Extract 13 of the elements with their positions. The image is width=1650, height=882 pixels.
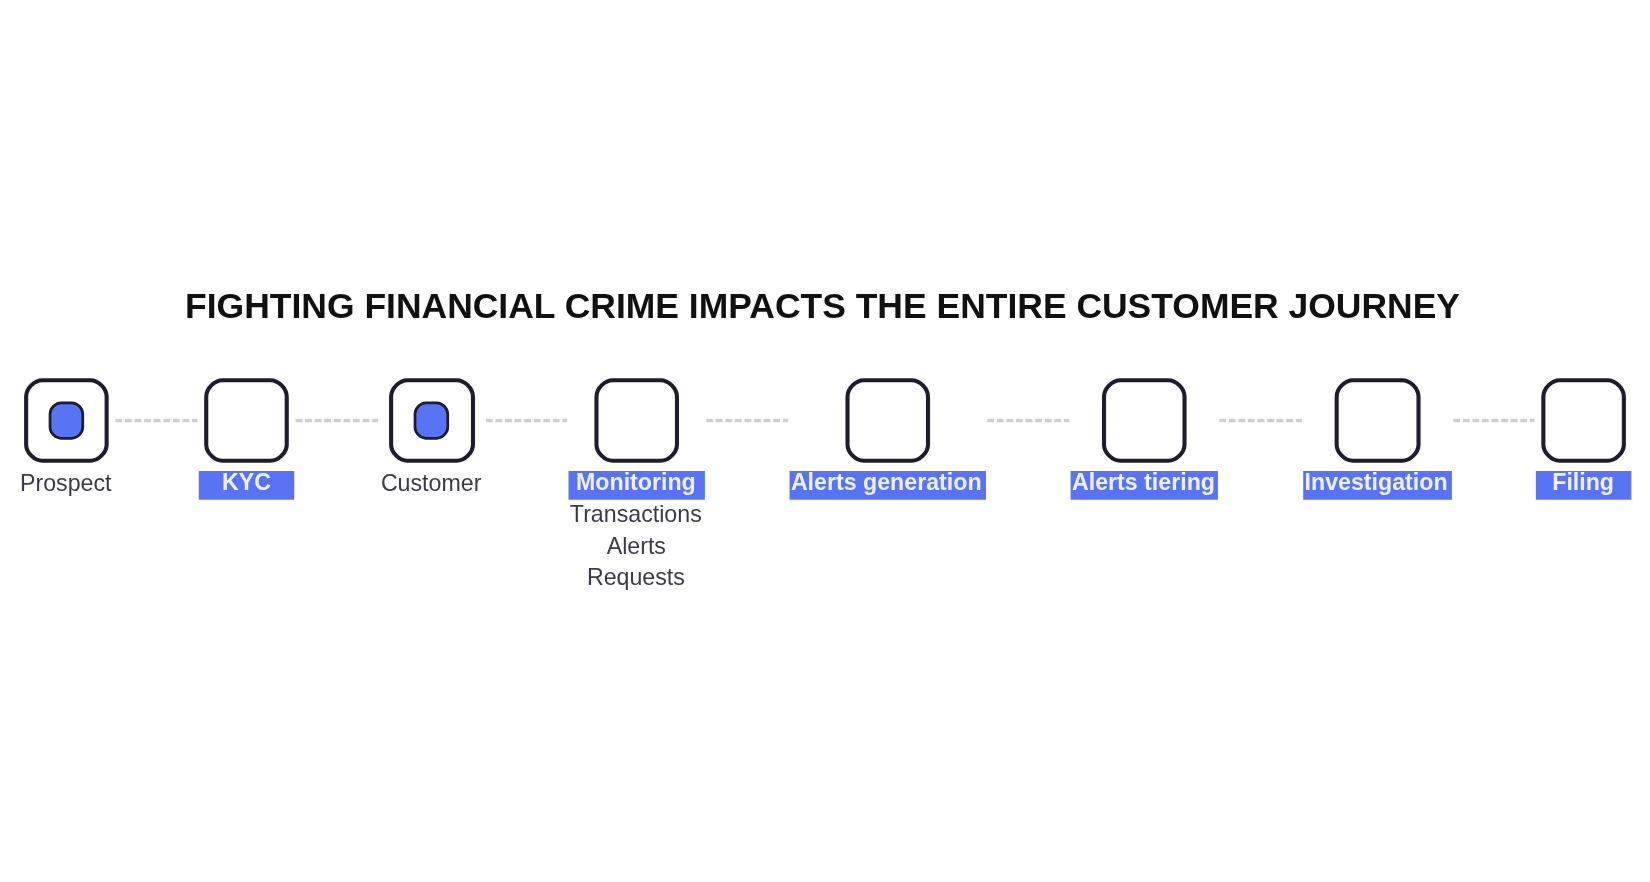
connector (1219, 418, 1302, 423)
diagram-title: FIGHTING FINANCIAL CRIME IMPACTS THE ENTIRE CUSTOMER JOURNEY (185, 285, 1461, 326)
node-label: Alerts (606, 532, 666, 559)
connector (987, 418, 1070, 423)
connector (485, 418, 568, 423)
node-label: Prospect (20, 469, 112, 496)
connector (115, 418, 198, 423)
connector (706, 418, 789, 423)
node-label: Requests (586, 564, 685, 591)
connector (1453, 418, 1535, 423)
connector (295, 418, 379, 423)
node-label: Transactions (569, 501, 702, 528)
node-label: Customer (380, 469, 482, 496)
